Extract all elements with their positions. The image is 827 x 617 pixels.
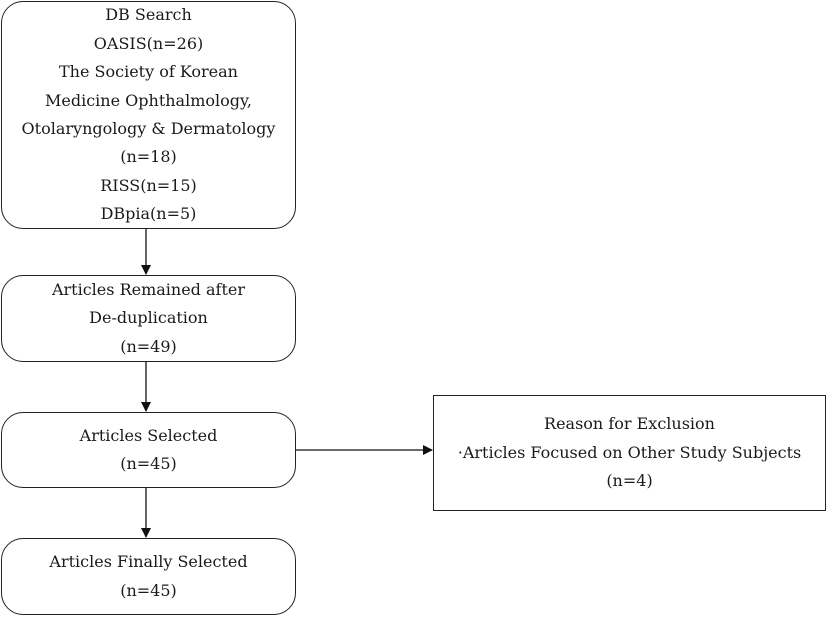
society-name-line-1: The Society of Korean [59, 62, 238, 82]
db-search-title: DB Search [105, 5, 192, 25]
society-name-line-2: Medicine Ophthalmology, [45, 90, 252, 110]
dbpia-count: DBpia(n=5) [100, 204, 197, 224]
oasis-count: OASIS(n=26) [93, 33, 204, 53]
articles-selected-box: Articles Selected (n=45) [1, 412, 296, 488]
exclusion-title: Reason for Exclusion [544, 414, 715, 434]
exclusion-reason: ·Articles Focused on Other Study Subject… [457, 442, 802, 462]
db-search-box: DB Search OASIS(n=26) The Society of Kor… [1, 1, 296, 229]
dedup-count: (n=49) [120, 336, 177, 356]
society-count: (n=18) [120, 147, 177, 167]
deduplication-box: Articles Remained after De-duplication (… [1, 275, 296, 362]
dedup-label-line-1: Articles Remained after [51, 279, 246, 299]
final-label: Articles Finally Selected [49, 552, 248, 572]
exclusion-count: (n=4) [606, 471, 653, 491]
exclusion-box: Reason for Exclusion ·Articles Focused o… [433, 395, 826, 511]
society-name-line-3: Otolaryngology & Dermatology [21, 119, 276, 138]
articles-finally-selected-box: Articles Finally Selected (n=45) [1, 538, 296, 615]
final-count: (n=45) [120, 580, 177, 600]
selected-label: Articles Selected [79, 425, 218, 445]
selected-count: (n=45) [120, 454, 177, 473]
dedup-label-line-2: De-duplication [89, 308, 208, 328]
riss-count: RISS(n=15) [100, 175, 197, 195]
